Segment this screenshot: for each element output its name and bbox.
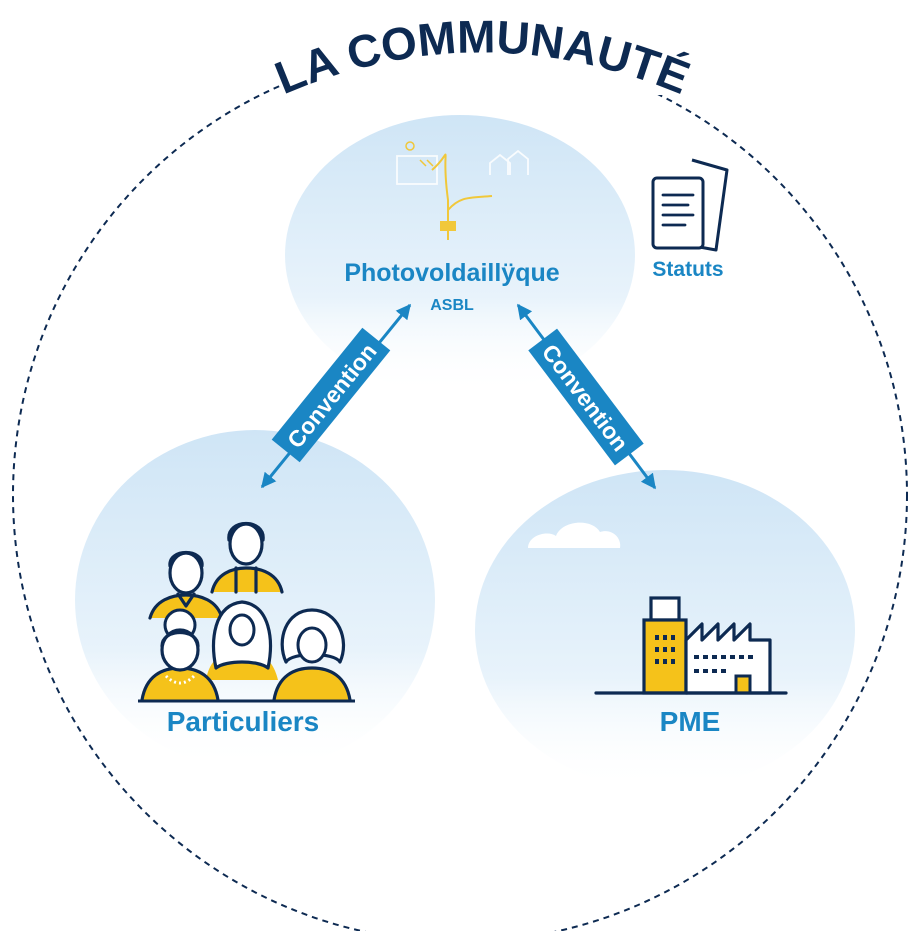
center-node-name: Photovoldaillÿque	[344, 259, 559, 287]
right-node-name: PME	[660, 706, 721, 737]
sky-blob-center	[285, 115, 635, 395]
document-stack-icon	[651, 158, 729, 252]
edge-label-left: Convention	[282, 338, 382, 453]
solar-energy-icon	[396, 141, 529, 240]
cloud-icon	[528, 522, 621, 548]
edge-label-right-bg	[528, 328, 644, 466]
edge-label-right: Convention	[537, 339, 634, 456]
statuts-label: Statuts	[652, 258, 723, 281]
edge-label-left-bg	[271, 327, 391, 463]
people-group-icon	[138, 521, 355, 703]
center-node-sub: ASBL	[430, 297, 474, 314]
factory-icon	[594, 596, 788, 695]
left-node-name: Particuliers	[167, 706, 320, 737]
